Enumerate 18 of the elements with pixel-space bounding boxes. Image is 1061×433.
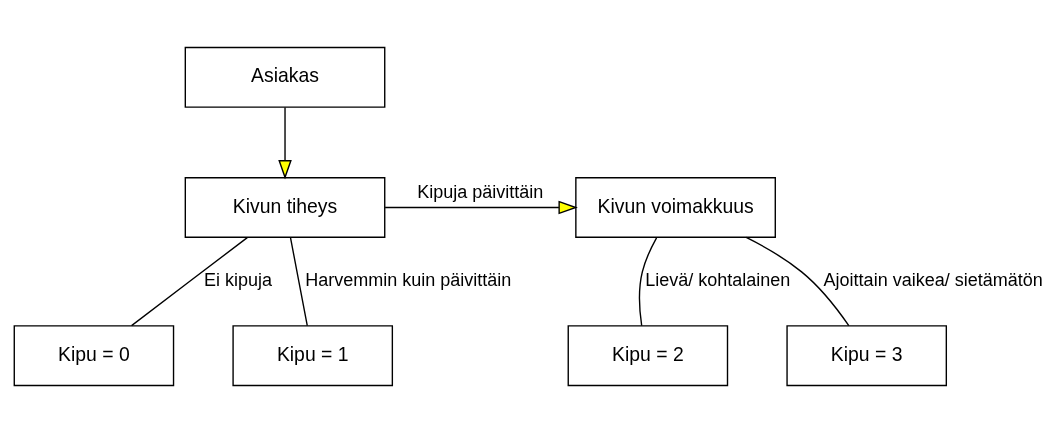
node-box: Kipu = 1 [232,325,394,387]
node-box: Kivun voimakkuus [575,177,776,238]
node-box: Kivun tiheys [184,177,386,238]
connector [745,236,850,327]
node-box: Asiakas [184,46,386,108]
arrow [278,106,292,180]
node-box: Kipu = 0 [13,325,175,387]
node-box: Kipu = 2 [567,325,729,387]
edge-label: Ajoittain vaikea/ sietämätön [823,270,1043,291]
edge-label: Lievä/ kohtalainen [645,270,791,291]
edge-label: Harvemmin kuin päivittäin [305,270,512,291]
connector [130,236,248,327]
connector [289,236,308,327]
arrow [384,200,578,215]
node-box: Kipu = 3 [786,325,947,387]
connector [638,237,658,327]
edge-label: Ei kipuja [203,270,272,291]
edge-label: Kipuja päivittäin [417,182,544,203]
